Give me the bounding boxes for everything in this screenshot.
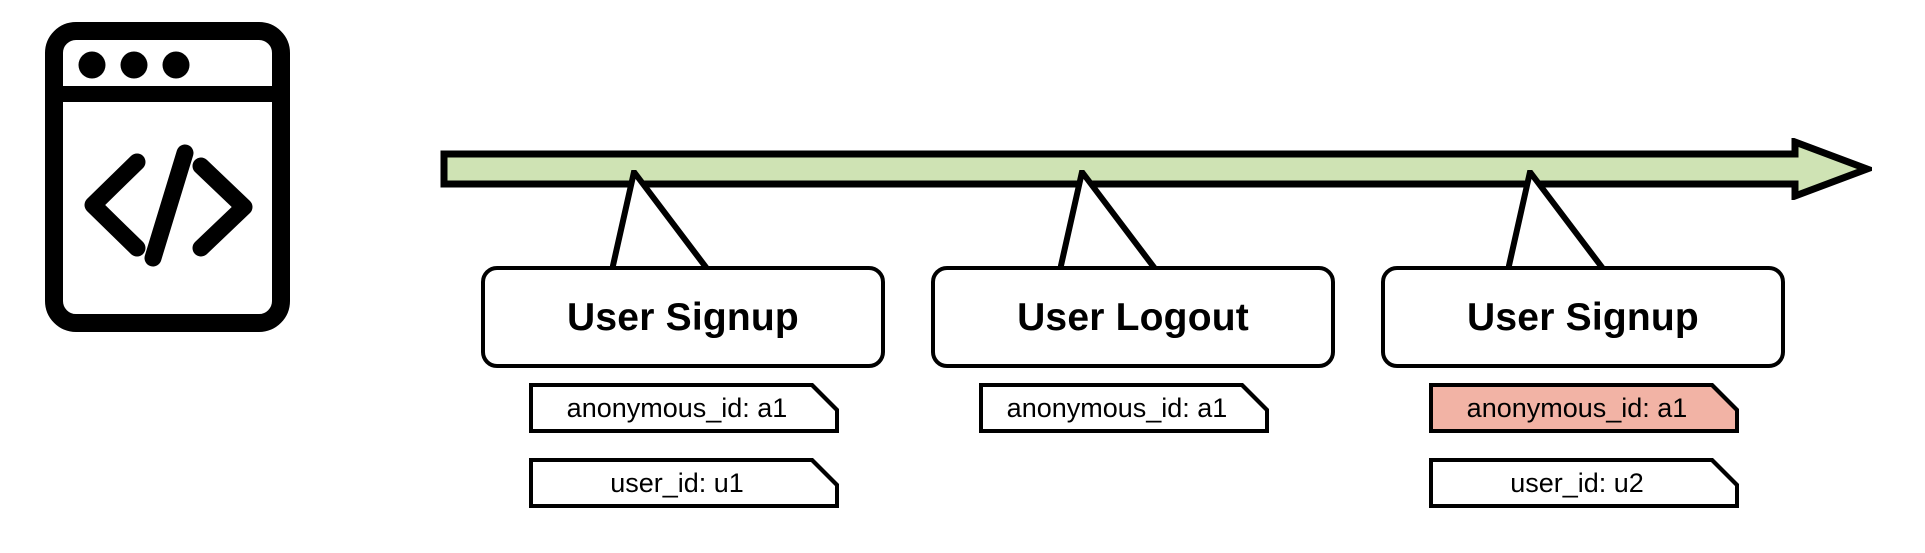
event-3-note-anonymous-id[interactable]: anonymous_id: a1	[1429, 383, 1739, 433]
event-timeline-arrow	[440, 136, 1877, 202]
note-text: user_id: u1	[610, 467, 744, 498]
note-fill	[983, 387, 1265, 429]
timeline-connector-1	[608, 165, 840, 274]
note-text: user_id: u2	[1510, 467, 1644, 498]
event-1-note-anonymous-id[interactable]: anonymous_id: a1	[529, 383, 839, 433]
note-fill	[1433, 387, 1735, 429]
note-text: anonymous_id: a1	[1466, 392, 1688, 423]
event-3-note-user-id[interactable]: user_id: u2	[1429, 458, 1739, 508]
event-box-2[interactable]: User Logout	[931, 266, 1335, 368]
event-label: User Signup	[1467, 295, 1699, 339]
code-window-icon	[45, 22, 290, 332]
event-label: User Logout	[1017, 295, 1249, 339]
note-fill	[1433, 462, 1735, 504]
event-2-note-anonymous-id[interactable]: anonymous_id: a1	[979, 383, 1269, 433]
event-box-3[interactable]: User Signup	[1381, 266, 1785, 368]
note-fill	[533, 462, 835, 504]
event-box-1[interactable]: User Signup	[481, 266, 885, 368]
note-fill	[533, 387, 835, 429]
note-text: anonymous_id: a1	[566, 392, 788, 423]
event-label: User Signup	[567, 295, 799, 339]
note-text: anonymous_id: a1	[1006, 392, 1228, 423]
timeline-connector-2	[1056, 165, 1288, 274]
event-1-note-user-id[interactable]: user_id: u1	[529, 458, 839, 508]
timeline-connector-3	[1504, 165, 1736, 274]
